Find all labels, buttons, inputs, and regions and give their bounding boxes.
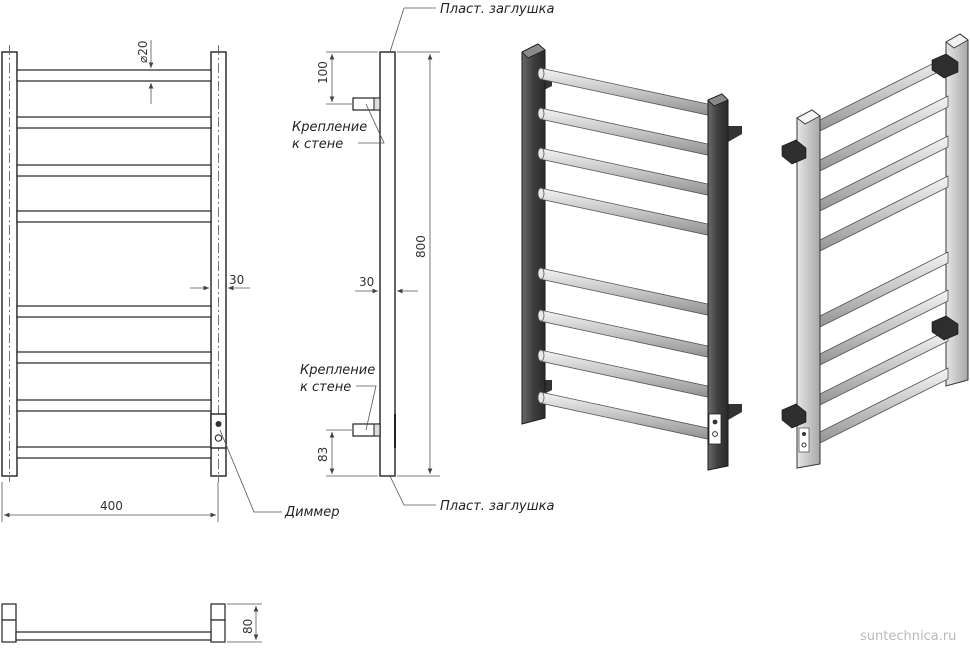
watermark: suntechnica.ru: [860, 629, 956, 644]
dim-height: 800: [414, 235, 428, 258]
dimmer-indicator-icon: [214, 434, 223, 442]
label-cap-bottom: Пласт. заглушка: [440, 499, 554, 514]
front-rails: [16, 69, 212, 459]
iso-dark-rails: [539, 67, 713, 441]
front-view: ⌀20 30 400 Диммер: [1, 40, 339, 522]
dim-width: 400: [100, 499, 123, 513]
side-view: 100 800 30 83 Пласт. заглушка Пласт. заг…: [292, 2, 554, 514]
dim-depth: 80: [241, 619, 255, 634]
dimmer-knob-icon: [215, 421, 222, 427]
dimmer-box: [210, 413, 227, 449]
label-dimmer: Диммер: [284, 505, 339, 520]
dim-bottom-offset: 83: [316, 447, 330, 462]
iso-light-rails: [811, 55, 949, 448]
dim-upright-front: 30: [229, 273, 244, 287]
dim-rail-diameter: ⌀20: [136, 41, 150, 64]
top-view: 80: [1, 603, 262, 643]
iso-view-dark: [521, 43, 742, 471]
dim-upright-side: 30: [359, 275, 374, 289]
label-cap-top: Пласт. заглушка: [440, 2, 554, 17]
dim-top-offset: 100: [316, 61, 330, 84]
iso-view-light: [781, 33, 969, 469]
